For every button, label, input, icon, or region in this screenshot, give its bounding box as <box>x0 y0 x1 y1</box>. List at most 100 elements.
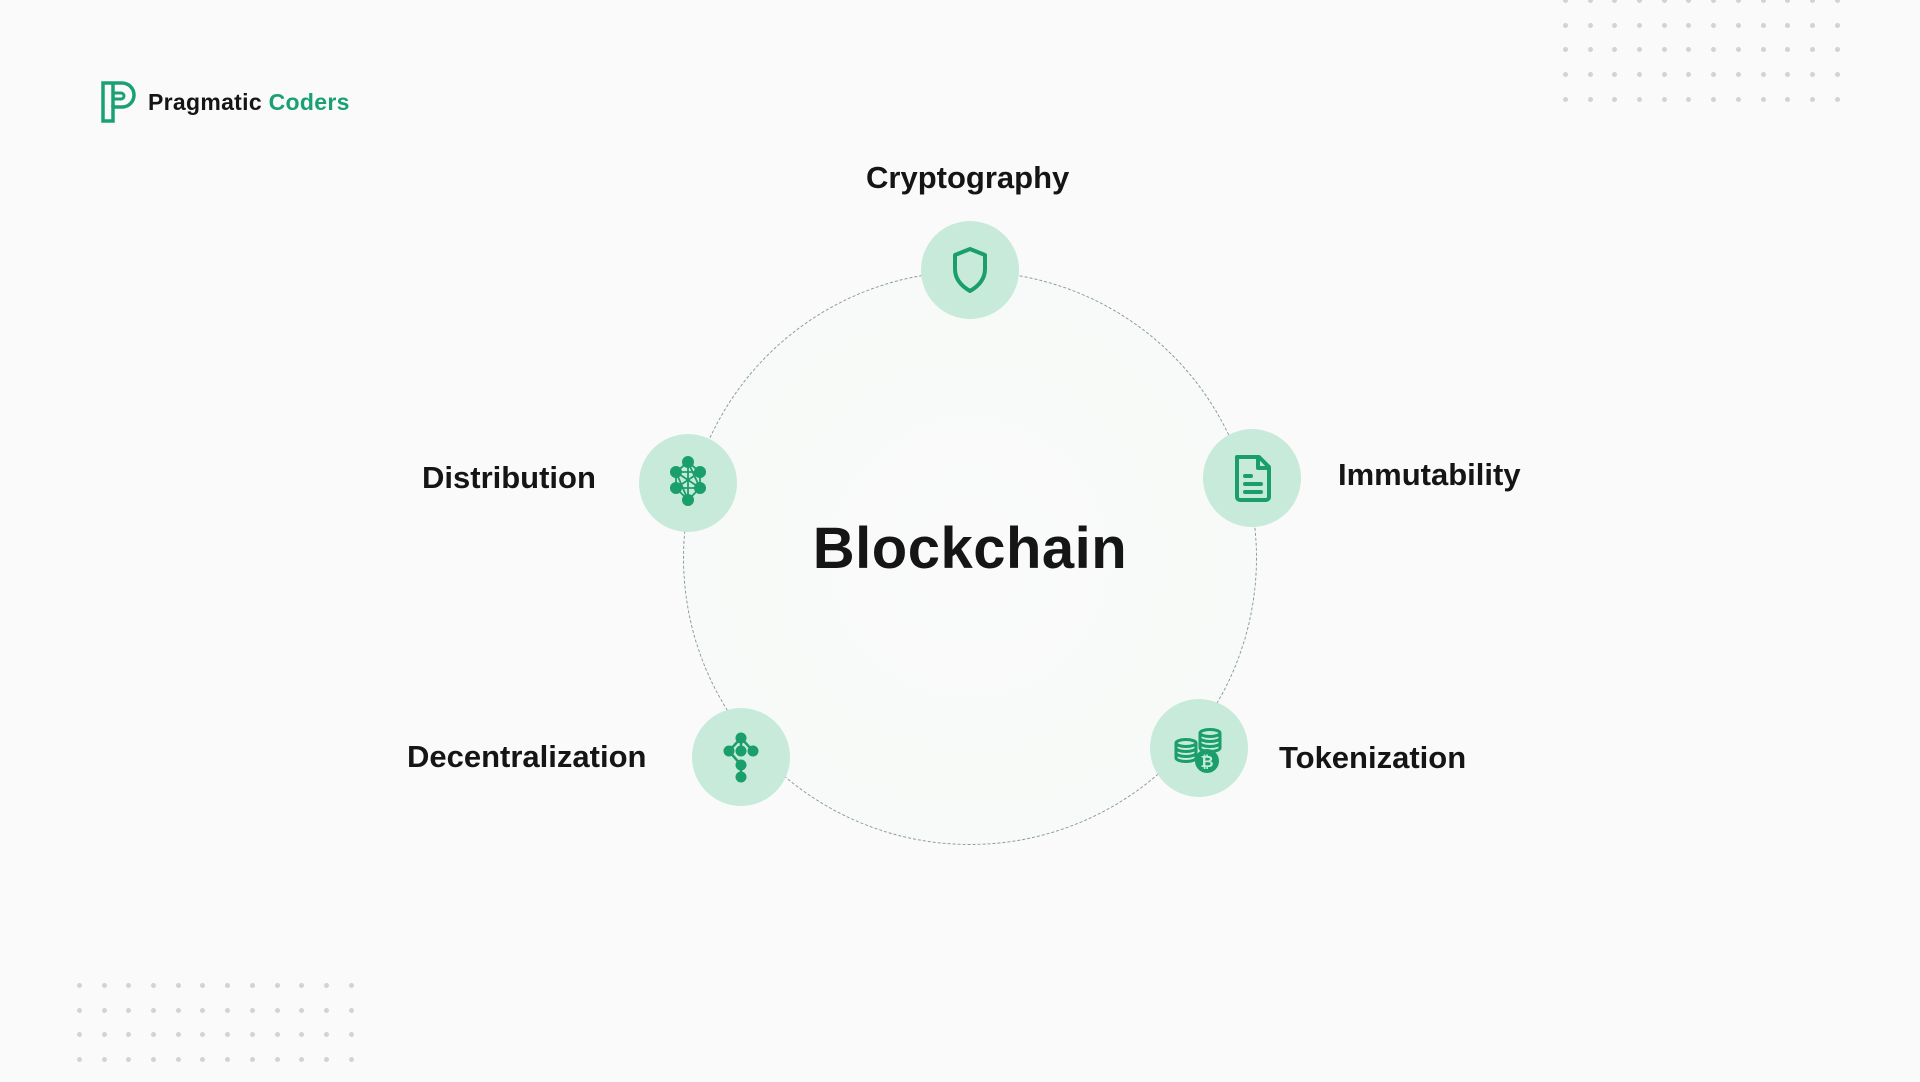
decorative-dot <box>200 1032 225 1057</box>
decorative-dot <box>1587 96 1613 122</box>
decorative-dot <box>1661 0 1687 23</box>
decorative-dot <box>1637 22 1662 48</box>
decorative-dot <box>1686 72 1711 97</box>
decorative-dot <box>1809 72 1835 97</box>
decorative-dot <box>1686 0 1711 23</box>
decorative-dot <box>1760 72 1786 97</box>
decorative-dot <box>225 1007 250 1033</box>
decorative-dot <box>1637 72 1662 97</box>
node-label-tokenization: Tokenization <box>1279 740 1467 775</box>
decorative-dot <box>274 1007 300 1033</box>
decorative-dot <box>126 1007 151 1033</box>
decorative-dot <box>1686 22 1711 48</box>
decorative-dot <box>299 1032 324 1057</box>
decorative-dot <box>274 1057 300 1082</box>
decorative-dot <box>101 1007 127 1033</box>
decorative-dot <box>126 983 151 1008</box>
coins-bitcoin-icon: ₿ <box>1174 728 1222 773</box>
diagram-title: Blockchain <box>812 516 1128 581</box>
decorative-dot <box>1785 22 1810 48</box>
decorative-dot <box>1711 22 1736 48</box>
node-label-immutability: Immutability <box>1338 457 1521 492</box>
decorative-dot-grid-bottom-left <box>77 983 373 1082</box>
decorative-dot <box>1711 0 1736 23</box>
decorative-dot <box>1563 22 1588 48</box>
decorative-dot <box>1785 72 1810 97</box>
decorative-dot <box>1760 22 1786 48</box>
svg-text:₿: ₿ <box>1200 752 1213 771</box>
decorative-dot <box>126 1032 151 1057</box>
decorative-dot <box>1637 96 1662 122</box>
decorative-dot <box>299 1007 324 1033</box>
decorative-dot <box>1587 0 1613 23</box>
decorative-dot <box>151 983 176 1008</box>
decorative-dot <box>200 1007 225 1033</box>
decorative-dot <box>1686 47 1711 72</box>
decorative-dot <box>77 983 102 1008</box>
brand-name-accent: Coders <box>268 88 350 115</box>
decorative-dot <box>175 983 201 1008</box>
decorative-dot <box>1735 22 1761 48</box>
decorative-dot <box>126 1057 151 1082</box>
decorative-dot <box>1563 0 1588 23</box>
node-distribution <box>639 434 737 532</box>
decorative-dot <box>1809 96 1835 122</box>
decorative-dot <box>1809 47 1835 72</box>
decorative-dot <box>225 1032 250 1057</box>
decorative-dot <box>101 1057 127 1082</box>
decorative-dot <box>1661 72 1687 97</box>
decorative-dot <box>200 983 225 1008</box>
decorative-dot <box>249 983 275 1008</box>
node-cryptography <box>921 221 1019 319</box>
node-immutability <box>1203 429 1301 527</box>
decorative-dot <box>1834 72 1860 97</box>
decorative-dot <box>323 1007 349 1033</box>
decorative-dot <box>1785 47 1810 72</box>
decorative-dot <box>249 1057 275 1082</box>
decorative-dot <box>1834 96 1860 122</box>
node-label-cryptography: Cryptography <box>866 160 1070 195</box>
decorative-dot <box>200 1057 225 1082</box>
decorative-dot <box>274 983 300 1008</box>
decorative-dot <box>1587 47 1613 72</box>
decorative-dot <box>1760 47 1786 72</box>
decorative-dot <box>1612 22 1637 48</box>
decorative-dot <box>1563 96 1588 122</box>
decorative-dot <box>1661 47 1687 72</box>
brand-logo[interactable]: Pragmatic Coders <box>100 80 350 124</box>
decorative-dot <box>77 1032 102 1057</box>
node-label-decentralization: Decentralization <box>407 739 647 774</box>
decorative-dot <box>323 1057 349 1082</box>
decorative-dot <box>1735 47 1761 72</box>
decorative-dot <box>323 983 349 1008</box>
decorative-dot <box>175 1057 201 1082</box>
decorative-dot <box>151 1057 176 1082</box>
decorative-dot <box>323 1032 349 1057</box>
decorative-dot <box>1735 96 1761 122</box>
decorative-dot <box>1785 96 1810 122</box>
decorative-dot <box>101 1032 127 1057</box>
decorative-dot <box>151 1007 176 1033</box>
decorative-dot <box>299 983 324 1008</box>
decorative-dot <box>225 983 250 1008</box>
decorative-dot <box>1809 0 1835 23</box>
decorative-dot <box>1809 22 1835 48</box>
decorative-dot <box>348 983 374 1008</box>
decorative-dot <box>1760 96 1786 122</box>
decorative-dot <box>1711 96 1736 122</box>
decorative-dot <box>1834 0 1860 23</box>
decorative-dot-grid-top-right <box>1563 0 1859 121</box>
decorative-dot <box>1612 0 1637 23</box>
decorative-dot <box>1637 47 1662 72</box>
mesh-network-icon <box>670 456 706 506</box>
decorative-dot <box>249 1007 275 1033</box>
decorative-dot <box>274 1032 300 1057</box>
decorative-dot <box>1587 72 1613 97</box>
decorative-dot <box>299 1057 324 1082</box>
decorative-dot <box>175 1032 201 1057</box>
decorative-dot <box>1735 0 1761 23</box>
document-icon <box>1235 455 1271 502</box>
decorative-dot <box>101 983 127 1008</box>
decorative-dot <box>1711 47 1736 72</box>
decorative-dot <box>77 1007 102 1033</box>
